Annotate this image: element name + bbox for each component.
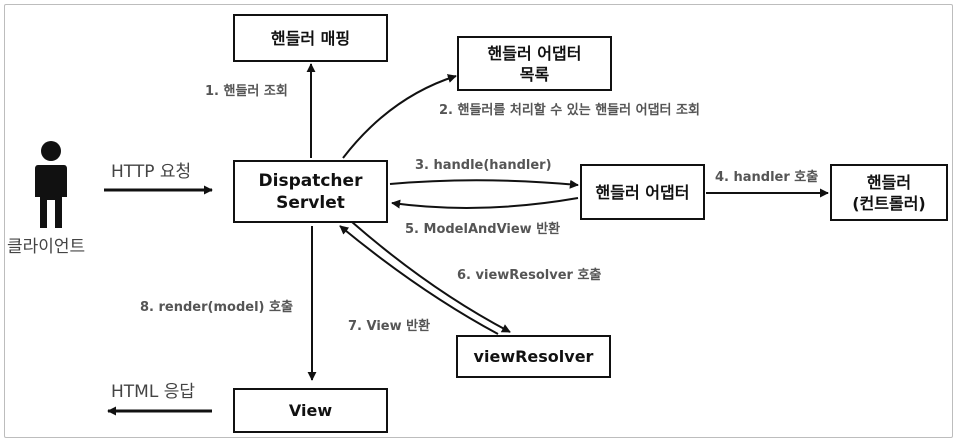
dispatcher-servlet-label-2: Servlet: [276, 192, 345, 213]
view-label: View: [288, 401, 333, 420]
client-label: 클라이언트: [7, 237, 86, 257]
step6-label: 6. viewResolver 호출: [457, 268, 602, 283]
step8-label: 8. render(model) 호출: [140, 300, 293, 315]
handler-adapter-list-box: 핸들러 어댑터 목록: [457, 36, 612, 91]
view-resolver-box: viewResolver: [456, 335, 611, 378]
diagram-frame: [4, 4, 953, 438]
step5-label: 5. ModelAndView 반환: [405, 222, 561, 237]
step3-label: 3. handle(handler): [415, 158, 552, 173]
step2-arrow: [342, 74, 457, 159]
dispatcher-servlet-label-1: Dispatcher: [258, 170, 363, 191]
step7-arrow: [339, 225, 499, 335]
handler-mapping-label: 핸들러 매핑: [270, 28, 351, 48]
handler-adapter-label: 핸들러 어댑터: [595, 182, 690, 202]
handler-box: 핸들러 (컨트롤러): [830, 164, 948, 221]
step1-label: 1. 핸들러 조회: [205, 84, 288, 99]
handler-adapter-box: 핸들러 어댑터: [580, 164, 705, 220]
person-icon: [35, 141, 67, 228]
dispatcher-servlet-box: Dispatcher Servlet: [233, 160, 388, 223]
handler-label-1: 핸들러: [866, 172, 912, 192]
step2-label: 2. 핸들러를 처리할 수 있는 핸들러 어댑터 조회: [439, 103, 700, 118]
handler-mapping-box: 핸들러 매핑: [233, 14, 388, 62]
handler-label-2: (컨트롤러): [852, 193, 926, 213]
view-resolver-label: viewResolver: [473, 347, 594, 366]
step5-arrow: [391, 197, 579, 209]
step4-label: 4. handler 호출: [715, 170, 819, 185]
step3-arrow: [389, 179, 579, 189]
view-box: View: [233, 388, 388, 433]
handler-adapter-list-label-1: 핸들러 어댑터: [487, 43, 582, 63]
html-response-label: HTML 응답: [111, 382, 195, 402]
step7-label: 7. View 반환: [348, 319, 431, 334]
step6-arrow: [351, 221, 511, 333]
http-request-label: HTTP 요청: [111, 162, 192, 182]
handler-adapter-list-label-2: 목록: [519, 64, 550, 84]
